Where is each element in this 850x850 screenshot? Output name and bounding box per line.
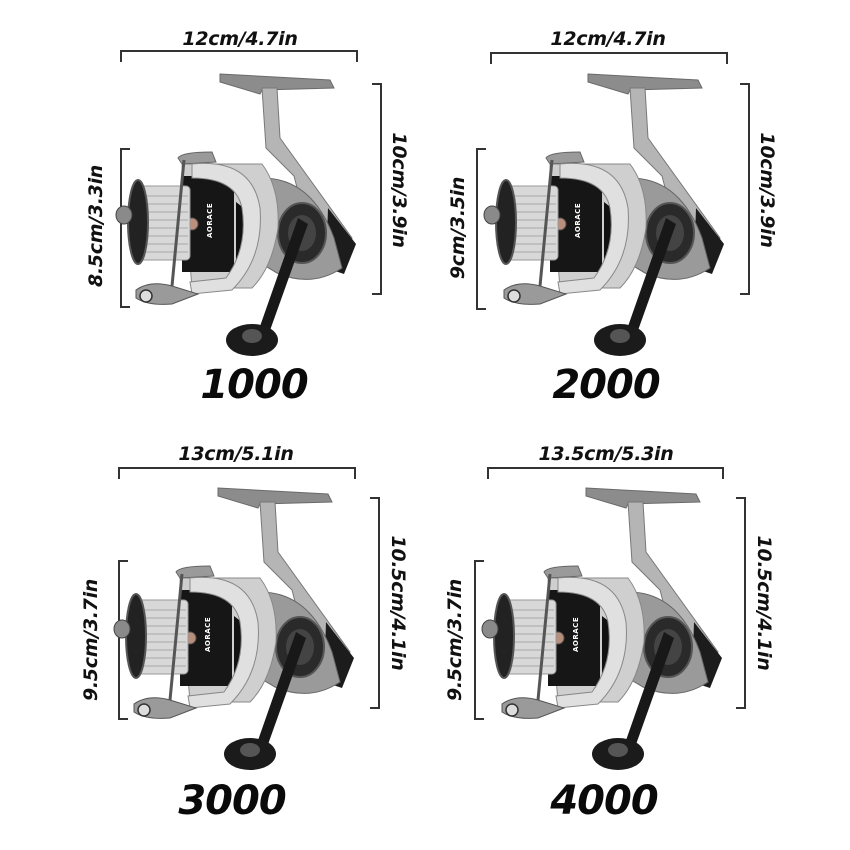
spinning-reel-image: AORACE: [115, 73, 356, 356]
spinning-reel-image: AORACE: [481, 487, 722, 770]
model-number: 2000: [552, 362, 660, 408]
width-dimension-label: 13cm/5.1in: [178, 443, 294, 465]
height-dimension-label: 10cm/3.9in: [388, 132, 410, 248]
spool-height-label: 8.5cm/3.3in: [85, 164, 107, 288]
svg-text:AORACE: AORACE: [572, 617, 580, 652]
height-dimension-label: 10.5cm/4.1in: [387, 535, 409, 671]
spinning-reel-image: AORACE: [483, 73, 724, 356]
model-number: 3000: [178, 778, 286, 824]
spool-height-label: 9.5cm/3.7in: [444, 578, 466, 702]
spool-height-bracket: [120, 148, 130, 308]
width-bracket: [120, 50, 358, 62]
spool-height-label: 9cm/3.5in: [447, 176, 469, 280]
width-dimension-label: 12cm/4.7in: [550, 28, 666, 50]
width-bracket: [118, 467, 356, 479]
height-dimension-label: 10.5cm/4.1in: [753, 535, 775, 671]
width-bracket: [490, 52, 728, 64]
width-bracket: [487, 467, 724, 479]
model-number: 4000: [550, 778, 658, 824]
spool-height-label: 9.5cm/3.7in: [80, 578, 102, 702]
svg-text:AORACE: AORACE: [206, 203, 214, 238]
model-number: 1000: [200, 362, 308, 408]
spool-height-bracket: [474, 560, 484, 720]
height-bracket: [372, 83, 382, 295]
width-dimension-label: 12cm/4.7in: [182, 28, 298, 50]
spool-height-bracket: [476, 148, 486, 310]
height-dimension-label: 10cm/3.9in: [756, 132, 778, 248]
svg-text:AORACE: AORACE: [204, 617, 212, 652]
height-bracket: [740, 83, 750, 295]
spinning-reel-image: AORACE: [113, 487, 354, 770]
spool-height-bracket: [118, 560, 128, 720]
width-dimension-label: 13.5cm/5.3in: [538, 443, 674, 465]
height-bracket: [370, 497, 380, 709]
svg-text:AORACE: AORACE: [574, 203, 582, 238]
height-bracket: [736, 497, 746, 709]
